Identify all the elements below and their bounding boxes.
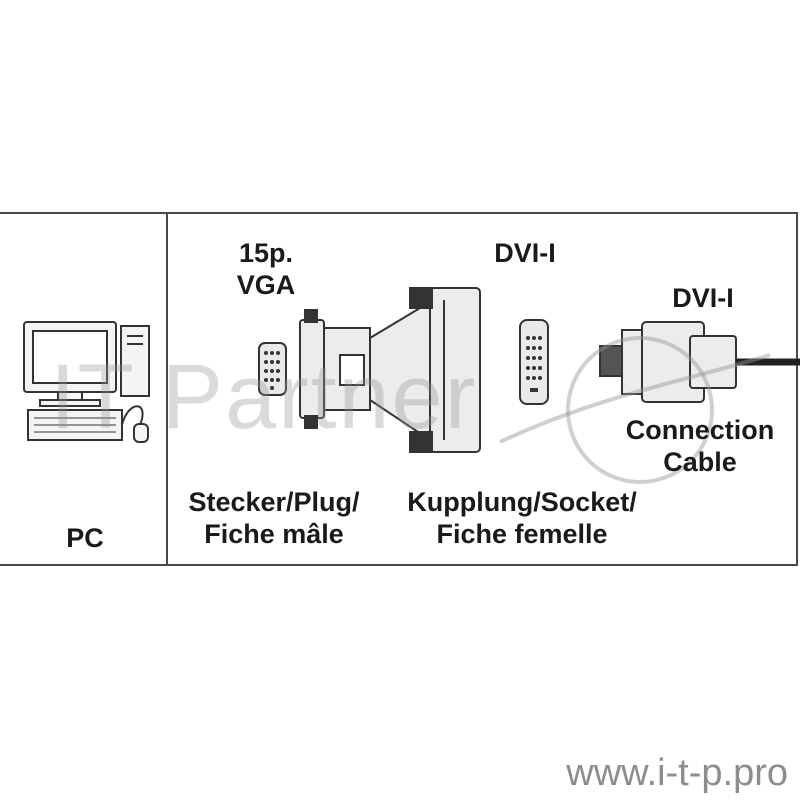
watermark-text: IT Partner [50, 346, 478, 448]
socket-label-line1: Kupplung/Socket/ [407, 487, 637, 517]
pc-icon [23, 321, 150, 443]
watermark-url: www.i-t-p.pro [566, 752, 788, 794]
pc-divider [166, 212, 168, 566]
adapter-body [299, 287, 481, 453]
socket-label: Kupplung/Socket/ Fiche femelle [396, 486, 648, 550]
cable-label-line2: Cable [663, 447, 737, 477]
dvi-cable-label: DVI-I [648, 282, 758, 314]
vga-label: 15p. VGA [216, 237, 316, 301]
dvi-socket-label-text: DVI-I [494, 238, 556, 268]
vga-label-line2: VGA [236, 270, 296, 300]
watermark-logo [499, 336, 771, 484]
vga-label-line1: 15p. [238, 238, 294, 268]
dvi-socket-face [519, 319, 549, 405]
socket-label-line2: Fiche femelle [436, 519, 608, 549]
cable-label: Connection Cable [600, 414, 800, 478]
plug-label-line1: Stecker/Plug/ [188, 487, 360, 517]
plug-label: Stecker/Plug/ Fiche mâle [176, 486, 372, 550]
dvi-socket-label: DVI-I [470, 237, 580, 269]
vga-plug-face [258, 342, 287, 396]
pc-label-text: PC [66, 523, 104, 553]
plug-label-line2: Fiche mâle [204, 519, 344, 549]
cable-label-line1: Connection [625, 415, 775, 445]
pc-label: PC [40, 522, 130, 554]
dvi-cable-label-text: DVI-I [672, 283, 734, 313]
dvi-connection-cable [599, 321, 800, 403]
diagram-frame [0, 212, 798, 566]
